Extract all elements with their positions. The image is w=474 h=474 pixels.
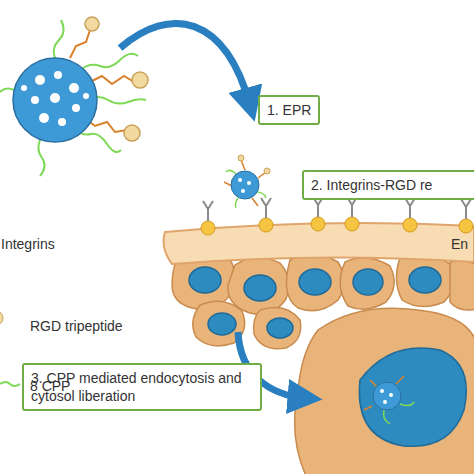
step-box: 1. EPR <box>258 95 320 125</box>
legend-symbols <box>0 311 20 386</box>
step-text: 2. Integrins-RGD re <box>311 176 474 194</box>
integrin-receptors <box>201 197 473 235</box>
legend-text: 8 CPP <box>30 378 70 394</box>
legend-text: RGD tripeptide <box>30 318 123 334</box>
step-text: 1. EPR <box>267 101 311 119</box>
nanoparticle-internalized <box>364 376 414 424</box>
tumor-cells <box>172 249 474 474</box>
legend-text: Integrins <box>1 236 55 252</box>
step-box: 2. Integrins-RGD re <box>302 170 474 200</box>
curved-arrow <box>120 23 250 105</box>
region-label: En <box>451 236 468 252</box>
